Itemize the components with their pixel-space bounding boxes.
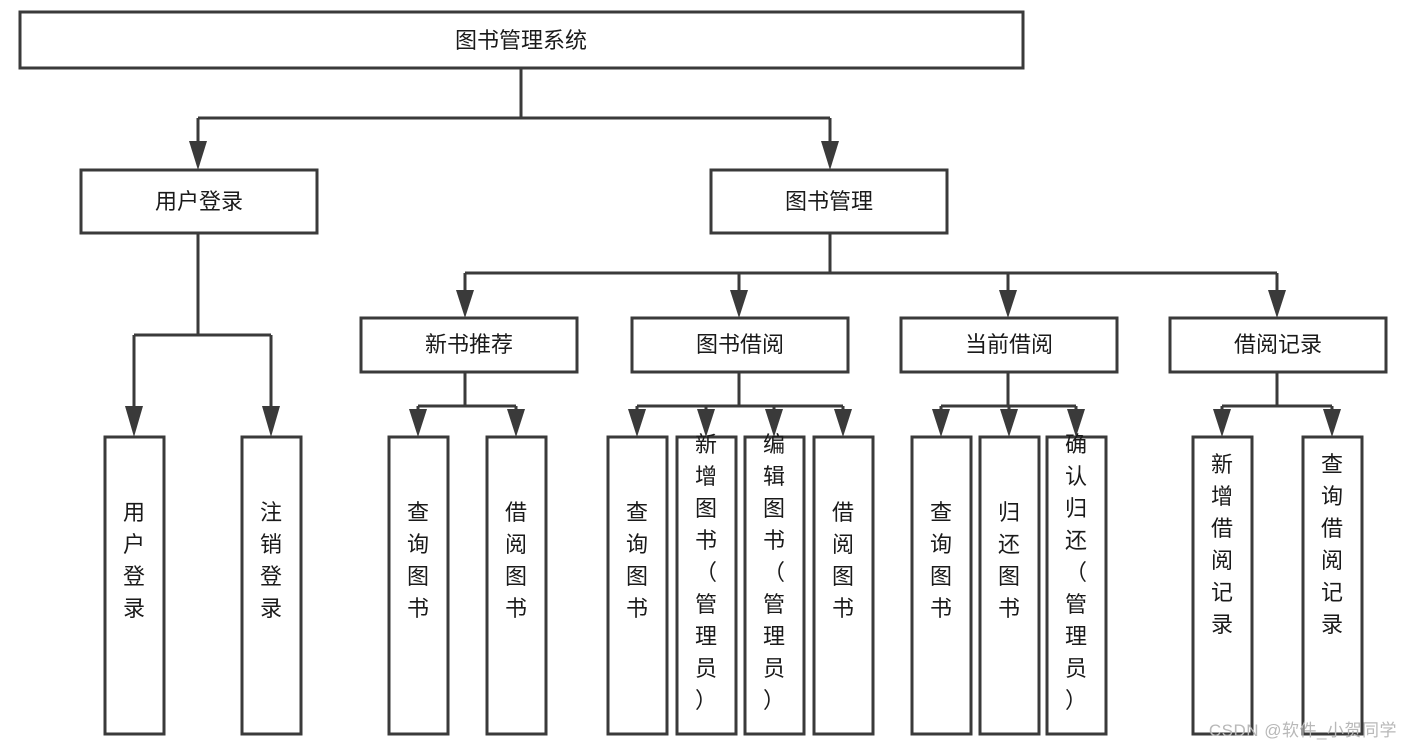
node-leaf13[interactable]: 查询借阅记录 (1301, 435, 1364, 736)
connectors-records (1213, 372, 1341, 437)
node-borrow[interactable]: 图书借阅 (630, 316, 850, 374)
node-leaf7[interactable]: 编辑图书（管理员） (743, 432, 806, 736)
node-leaf4-box[interactable] (485, 435, 548, 736)
node-leaf12-box[interactable] (1191, 435, 1254, 736)
node-leaf4[interactable]: 借阅图书 (485, 435, 548, 736)
node-leaf13-label: 查询借阅记录 (1321, 452, 1343, 637)
connectors-bookmgmt (456, 233, 1286, 318)
node-leaf11-label: 确认归还（管理员） (1065, 432, 1087, 713)
connectors-current (932, 372, 1085, 437)
node-newbook[interactable]: 新书推荐 (359, 316, 579, 374)
node-leaf3[interactable]: 查询图书 (387, 435, 450, 736)
node-leaf8[interactable]: 借阅图书 (812, 435, 875, 736)
node-leaf5-box[interactable] (606, 435, 669, 736)
node-leaf9-label: 查询图书 (930, 500, 952, 621)
node-newbook-box[interactable] (359, 316, 579, 374)
arrow-head-leaf1 (125, 406, 143, 437)
node-leaf13-box[interactable] (1301, 435, 1364, 736)
node-leaf3-box[interactable] (387, 435, 450, 736)
arrow-head-records (1268, 290, 1286, 318)
node-leaf6[interactable]: 新增图书（管理员） (675, 432, 738, 736)
connectors-root (189, 68, 839, 170)
node-leaf2-box[interactable] (240, 435, 303, 736)
node-leaf4-label: 借阅图书 (505, 500, 527, 621)
connectors-newbook (409, 372, 525, 437)
node-root-label: 图书管理系统 (455, 28, 587, 53)
arrow-head-leaf5 (628, 409, 646, 437)
node-current-box[interactable] (899, 316, 1119, 374)
node-login-box[interactable] (79, 168, 319, 235)
node-leaf1-box[interactable] (103, 435, 166, 736)
node-borrow-label: 图书借阅 (696, 332, 784, 357)
node-login[interactable]: 用户登录 (79, 168, 319, 235)
node-leaf8-label: 借阅图书 (832, 500, 854, 621)
node-login-label: 用户登录 (155, 189, 243, 214)
node-leaf3-label: 查询图书 (407, 500, 429, 621)
arrow-head-leaf9 (932, 409, 950, 437)
node-leaf12-label: 新增借阅记录 (1211, 452, 1233, 637)
arrow-head-newbook (456, 290, 474, 318)
arrow-head-leaf13 (1323, 409, 1341, 437)
node-root[interactable]: 图书管理系统 (18, 10, 1025, 70)
node-newbook-label: 新书推荐 (425, 332, 513, 357)
arrow-head-leaf10 (1000, 409, 1018, 437)
arrow-head-leaf2 (262, 406, 280, 437)
csdn-watermark: CSDN @软件_小贺同学 (1208, 721, 1397, 740)
arrow-head-leaf11 (1067, 409, 1085, 437)
arrow-head-leaf8 (834, 409, 852, 437)
arrow-head-leaf12 (1213, 409, 1231, 437)
node-leaf11-box[interactable] (1045, 435, 1108, 736)
node-bookmgmt[interactable]: 图书管理 (709, 168, 949, 235)
node-leaf5[interactable]: 查询图书 (606, 435, 669, 736)
node-leaf1-label: 用户登录 (123, 500, 145, 621)
node-borrow-box[interactable] (630, 316, 850, 374)
connectors-borrow (628, 372, 852, 437)
node-leaf2-label: 注销登录 (260, 500, 282, 621)
node-leaf12[interactable]: 新增借阅记录 (1191, 435, 1254, 736)
connectors-login (125, 233, 280, 437)
arrow-head-current (999, 290, 1017, 318)
node-bookmgmt-label: 图书管理 (785, 189, 873, 214)
arrow-head-leaf3 (409, 409, 427, 437)
node-leaf10-label: 归还图书 (998, 500, 1020, 621)
node-leaf7-box[interactable] (743, 435, 806, 736)
node-leaf1[interactable]: 用户登录 (103, 435, 166, 736)
node-leaf9[interactable]: 查询图书 (910, 435, 973, 736)
node-leaf6-box[interactable] (675, 435, 738, 736)
node-leaf5-label: 查询图书 (626, 500, 648, 621)
node-records-label: 借阅记录 (1234, 332, 1322, 357)
arrow-head-bookmgmt (821, 141, 839, 170)
arrow-head-leaf4 (507, 409, 525, 437)
node-leaf2[interactable]: 注销登录 (240, 435, 303, 736)
node-leaf10[interactable]: 归还图书 (978, 435, 1041, 736)
node-leaf10-box[interactable] (978, 435, 1041, 736)
node-root-box[interactable] (18, 10, 1025, 70)
node-records[interactable]: 借阅记录 (1168, 316, 1388, 374)
arrow-head-login (189, 141, 207, 170)
node-current-label: 当前借阅 (965, 332, 1053, 357)
node-current[interactable]: 当前借阅 (899, 316, 1119, 374)
arrow-head-leaf6 (697, 409, 715, 437)
node-leaf11[interactable]: 确认归还（管理员） (1045, 432, 1108, 736)
node-leaf6-label: 新增图书（管理员） (695, 432, 717, 713)
node-bookmgmt-box[interactable] (709, 168, 949, 235)
node-leaf8-box[interactable] (812, 435, 875, 736)
node-leaf7-label: 编辑图书（管理员） (763, 432, 785, 713)
arrow-head-leaf7 (765, 409, 783, 437)
node-records-box[interactable] (1168, 316, 1388, 374)
arrow-head-borrow (730, 290, 748, 318)
node-leaf9-box[interactable] (910, 435, 973, 736)
